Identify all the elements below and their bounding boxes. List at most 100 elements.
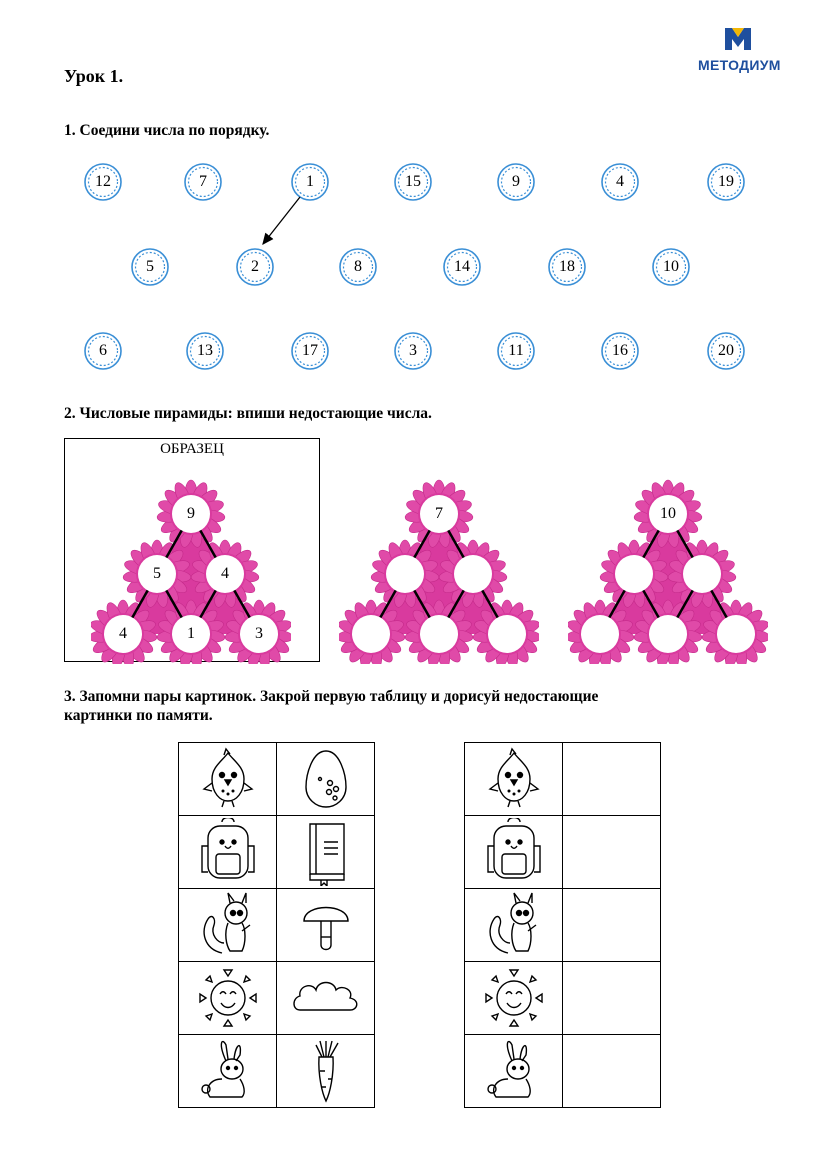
right-picture-cell bbox=[464, 1034, 563, 1108]
number-label: 4 bbox=[616, 173, 624, 190]
rabbit-icon bbox=[486, 1040, 531, 1098]
left-picture-cell bbox=[178, 815, 277, 889]
table-row bbox=[464, 815, 661, 889]
task2-title: 2. Числовые пирамиды: впиши недостающие … bbox=[64, 405, 432, 422]
number-circle[interactable]: 10 bbox=[651, 247, 691, 287]
empty-draw-cell[interactable] bbox=[562, 888, 661, 962]
logo-icon bbox=[725, 28, 751, 50]
bird-icon bbox=[202, 748, 253, 808]
table-row bbox=[178, 961, 375, 1035]
book-icon bbox=[308, 823, 345, 886]
pyramid-number: 4 bbox=[119, 625, 127, 642]
number-circle[interactable]: 12 bbox=[83, 162, 123, 202]
number-circle[interactable]: 8 bbox=[338, 247, 378, 287]
table-row bbox=[464, 742, 661, 816]
pyramid-number: 5 bbox=[153, 565, 161, 582]
number-circle[interactable]: 9 bbox=[496, 162, 536, 202]
number-circle[interactable]: 2 bbox=[235, 247, 275, 287]
number-circle[interactable]: 5 bbox=[130, 247, 170, 287]
pyramid-number: 1 bbox=[187, 625, 195, 642]
sun-icon bbox=[484, 969, 543, 1027]
cloud-icon bbox=[292, 981, 357, 1011]
left-picture-cell bbox=[178, 888, 277, 962]
number-label: 13 bbox=[197, 342, 213, 359]
empty-draw-cell[interactable] bbox=[562, 1034, 661, 1108]
squirrel-icon bbox=[202, 892, 251, 954]
left-picture-cell bbox=[276, 961, 375, 1035]
number-circle[interactable]: 3 bbox=[393, 331, 433, 371]
number-label: 14 bbox=[454, 258, 470, 275]
number-label: 8 bbox=[354, 258, 362, 275]
table-row bbox=[178, 742, 375, 816]
pyramid-number: 10 bbox=[660, 505, 676, 522]
task3-title-line1: 3. Запомни пары картинок. Закрой первую … bbox=[64, 688, 599, 705]
number-circle[interactable]: 7 bbox=[183, 162, 223, 202]
number-circle[interactable]: 11 bbox=[496, 331, 536, 371]
left-picture-cell bbox=[178, 1034, 277, 1108]
number-circle[interactable]: 4 bbox=[600, 162, 640, 202]
number-label: 18 bbox=[559, 258, 575, 275]
pyramid-blank[interactable] bbox=[716, 622, 756, 646]
pyramid-blank[interactable] bbox=[614, 562, 654, 586]
number-circle[interactable]: 17 bbox=[290, 331, 330, 371]
number-label: 15 bbox=[405, 173, 421, 190]
number-label: 2 bbox=[251, 258, 259, 275]
number-circle[interactable]: 19 bbox=[706, 162, 746, 202]
empty-draw-cell[interactable] bbox=[562, 961, 661, 1035]
logo-text: МЕТОДИУМ bbox=[698, 57, 781, 73]
carrot-icon bbox=[314, 1040, 339, 1102]
pyramid-blank[interactable] bbox=[453, 562, 493, 586]
number-circle[interactable]: 16 bbox=[600, 331, 640, 371]
pyramid-blank[interactable] bbox=[487, 622, 527, 646]
table-row bbox=[464, 961, 661, 1035]
number-label: 1 bbox=[306, 173, 314, 190]
bird-icon bbox=[488, 748, 539, 808]
number-circle[interactable]: 6 bbox=[83, 331, 123, 371]
pyramid-number: 4 bbox=[221, 565, 229, 582]
left-picture-cell bbox=[178, 961, 277, 1035]
number-label: 16 bbox=[612, 342, 628, 359]
table-row bbox=[178, 888, 375, 962]
number-label: 10 bbox=[663, 258, 679, 275]
pyramid-blank[interactable] bbox=[351, 622, 391, 646]
left-picture-cell bbox=[276, 742, 375, 816]
number-label: 19 bbox=[718, 173, 734, 190]
number-label: 7 bbox=[199, 173, 207, 190]
number-circle[interactable]: 20 bbox=[706, 331, 746, 371]
number-circle[interactable]: 15 bbox=[393, 162, 433, 202]
left-picture-table bbox=[178, 742, 375, 1108]
backpack-icon bbox=[200, 818, 255, 879]
number-label: 11 bbox=[508, 342, 524, 359]
rabbit-icon bbox=[200, 1040, 245, 1098]
pyramid-blank[interactable] bbox=[385, 562, 425, 586]
number-circle[interactable]: 14 bbox=[442, 247, 482, 287]
number-circle[interactable]: 13 bbox=[185, 331, 225, 371]
number-circle[interactable]: 18 bbox=[547, 247, 587, 287]
empty-draw-cell[interactable] bbox=[562, 742, 661, 816]
number-circle[interactable]: 1 bbox=[290, 162, 330, 202]
number-label: 3 bbox=[409, 342, 417, 359]
left-picture-cell bbox=[178, 742, 277, 816]
number-label: 5 bbox=[146, 258, 154, 275]
logo: МЕТОДИУМ bbox=[698, 28, 781, 73]
left-picture-cell bbox=[276, 1034, 375, 1108]
pyramid-blank[interactable] bbox=[580, 622, 620, 646]
empty-draw-cell[interactable] bbox=[562, 815, 661, 889]
pyramid-blank[interactable] bbox=[648, 622, 688, 646]
table-row bbox=[178, 815, 375, 889]
egg-icon bbox=[304, 750, 347, 808]
right-picture-table bbox=[464, 742, 661, 1108]
squirrel-icon bbox=[488, 892, 537, 954]
pyramid-blank[interactable] bbox=[419, 622, 459, 646]
number-label: 17 bbox=[302, 342, 318, 359]
left-picture-cell bbox=[276, 815, 375, 889]
lesson-title: Урок 1. bbox=[64, 66, 124, 86]
arrow-1-to-2 bbox=[262, 196, 301, 246]
task3-title: 3. Запомни пары картинок. Закрой первую … bbox=[64, 687, 598, 725]
right-picture-cell bbox=[464, 742, 563, 816]
number-label: 12 bbox=[95, 173, 111, 190]
pyramid-number: 7 bbox=[435, 505, 443, 522]
mushroom-icon bbox=[302, 906, 349, 951]
right-picture-cell bbox=[464, 815, 563, 889]
pyramid-blank[interactable] bbox=[682, 562, 722, 586]
